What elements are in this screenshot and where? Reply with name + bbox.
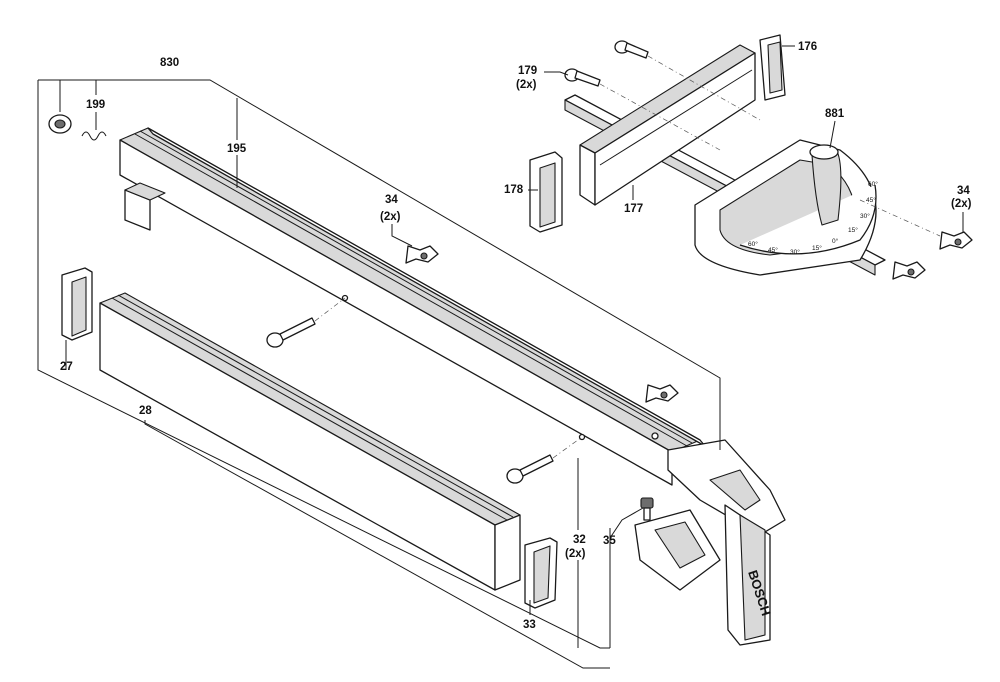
svg-text:60°: 60°: [748, 240, 758, 248]
callout-179: 179: [518, 65, 537, 77]
clamp-bracket-33: [524, 537, 558, 609]
callout-177: 177: [624, 203, 643, 215]
svg-text:15°: 15°: [848, 226, 858, 234]
leader-lines: [37, 45, 964, 669]
callout-830: 830: [160, 57, 179, 69]
svg-text:30°: 30°: [860, 212, 870, 220]
protractor-scale: 60° 45° 30° 15° 0° 15° 30° 45° 60°: [748, 180, 878, 256]
bracket-178: [529, 151, 563, 233]
clamp-bracket-27: [61, 267, 93, 341]
miter-protractor-881: 60° 45° 30° 15° 0° 15° 30° 45° 60°: [694, 139, 878, 276]
carriage-bolt-32a: [266, 317, 316, 348]
wing-nut-34c: [892, 261, 926, 280]
fence-rail-195: [119, 127, 706, 486]
miter-fence-177: [579, 44, 756, 206]
callout-199: 199: [86, 99, 105, 111]
bolt-179b: [564, 68, 601, 87]
carriage-bolt-32b: [506, 454, 554, 484]
screw-35: [640, 497, 654, 521]
bolt-179a: [614, 40, 649, 59]
callout-27: 27: [60, 361, 73, 373]
svg-text:45°: 45°: [866, 196, 876, 204]
callout-32-qty: (2x): [565, 548, 586, 560]
fence-lock-head: BOSCH: [634, 439, 786, 646]
wing-nut-34d: [939, 231, 973, 250]
callout-35: 35: [603, 535, 616, 547]
callout-34a: 34: [385, 194, 398, 206]
callout-34b: 34: [957, 185, 970, 197]
rip-fence-assembly: BOSCH: [48, 114, 786, 646]
callout-178: 178: [504, 184, 524, 196]
callout-195: 195: [227, 143, 247, 155]
callout-179-qty: (2x): [516, 79, 537, 91]
bracket-176: [759, 34, 786, 101]
callout-32: 32: [573, 534, 586, 546]
end-cap-199: [48, 114, 107, 141]
miter-gauge-assembly: 60° 45° 30° 15° 0° 15° 30° 45° 60°: [529, 34, 973, 280]
svg-text:0°: 0°: [832, 237, 839, 245]
fence-face-28: [99, 292, 586, 591]
wing-nut-34b: [645, 384, 679, 403]
svg-text:30°: 30°: [790, 248, 800, 256]
callout-33: 33: [523, 619, 536, 631]
callout-34b-qty: (2x): [951, 198, 972, 210]
callout-34a-qty: (2x): [380, 211, 401, 223]
svg-text:45°: 45°: [768, 246, 778, 254]
callout-labels: 830 199 195 34 (2x) 27 28 32 (2x) 35 33 …: [60, 41, 972, 631]
wing-nut-34a: [405, 245, 439, 264]
callout-176: 176: [798, 41, 817, 53]
svg-text:60°: 60°: [868, 180, 878, 188]
callout-881: 881: [825, 108, 845, 120]
callout-28: 28: [139, 405, 152, 417]
svg-text:15°: 15°: [812, 244, 822, 252]
